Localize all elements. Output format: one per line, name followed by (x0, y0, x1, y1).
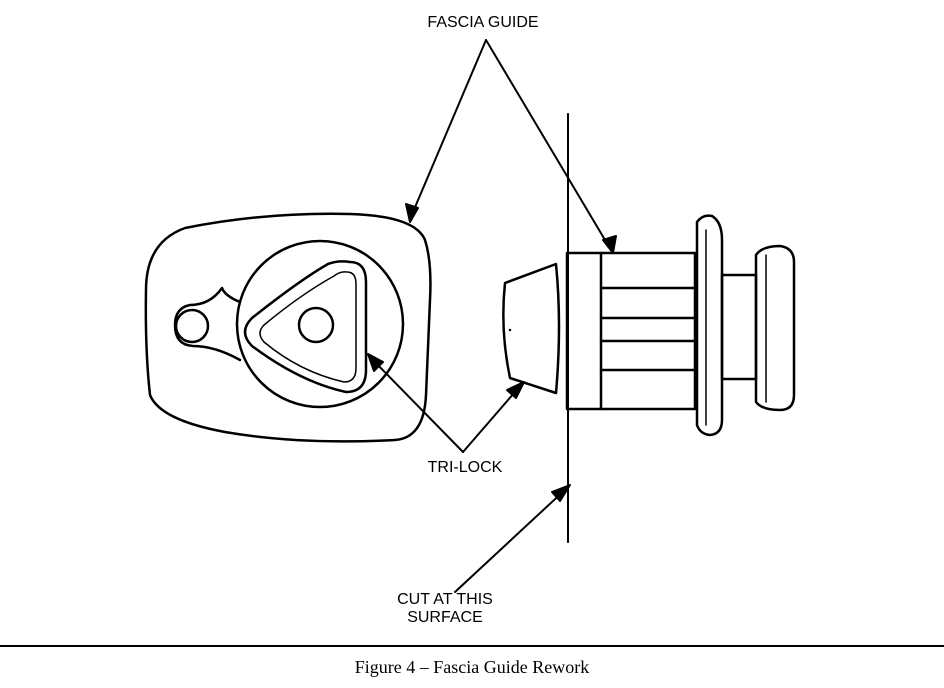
cut-arrow-head (551, 484, 571, 502)
fascia-guide-front-view (144, 212, 432, 443)
fascia-guide-label: FASCIA GUIDE (427, 14, 539, 31)
fascia-arrow-left-head (405, 203, 419, 223)
tab-hole (174, 308, 210, 344)
trilock-arrow-right-head (506, 381, 525, 399)
flange (695, 214, 724, 437)
outer-ring (235, 239, 405, 409)
end-cap (754, 244, 796, 412)
fascia-leader-right (485, 39, 612, 251)
leader-lines (367, 39, 617, 593)
cut-leader (454, 487, 568, 593)
fascia-leader-left (409, 39, 487, 220)
guide-main-body (565, 251, 697, 411)
tapered-nose (502, 262, 561, 395)
fascia-arrow-right-head (602, 235, 617, 254)
tri-lock-outer (243, 260, 368, 394)
tri-lock-inner (259, 271, 357, 383)
caption-divider (0, 645, 944, 647)
neck (720, 273, 758, 381)
trilock-leader-right (462, 384, 522, 453)
tri-lock-hole (297, 306, 335, 344)
tab-outline (173, 286, 242, 362)
guide-body-outline (144, 212, 432, 443)
cut-label-line-1: CUT AT THIS (397, 591, 493, 608)
figure-caption: Figure 4 – Fascia Guide Rework (354, 657, 590, 677)
tri-lock-label: TRI-LOCK (427, 459, 503, 476)
trilock-leader-left (369, 356, 464, 453)
cut-label-line-2: SURFACE (407, 609, 483, 626)
fascia-guide-side-view (502, 214, 796, 437)
cut-surface-label: CUT AT THIS SURFACE (370, 591, 520, 627)
trilock-arrow-left-head (367, 353, 384, 372)
